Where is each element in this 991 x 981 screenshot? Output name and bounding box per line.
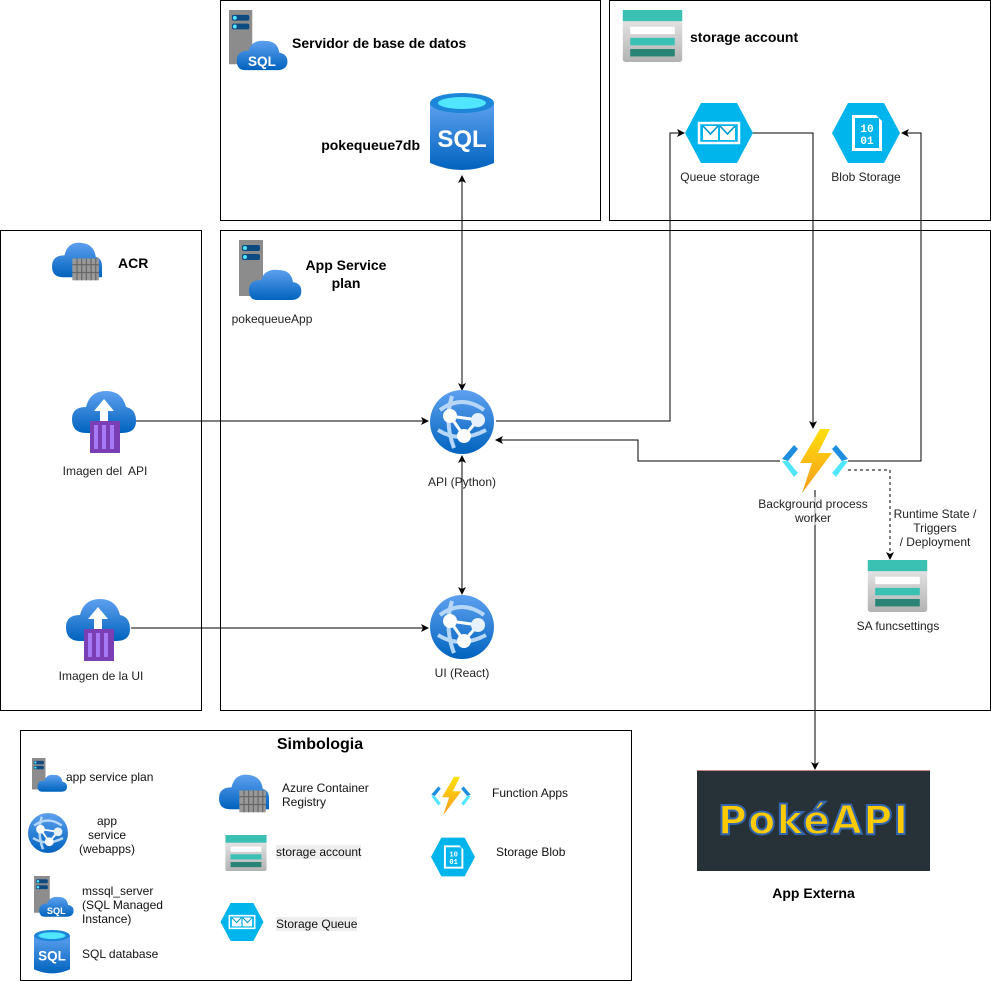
legend-title: Simbologia [276,736,364,753]
app-service-plan-icon [238,240,304,304]
queue-storage-label: Queue storage [680,170,760,184]
ui-image-label: Imagen de la UI [58,669,144,683]
acr-icon [52,238,102,282]
legend-app-service-line1: app [96,814,118,828]
function-label-line2: worker [794,511,831,525]
legend-sql-database-label: SQL database [82,947,159,961]
api-image-label: Imagen del API [62,464,148,478]
function-label-line1: Background process [758,497,868,511]
legend-acr-line2: Registry [282,795,327,809]
app-service-plan-title: App Service plan [296,256,396,292]
edge-queue-function [752,132,817,429]
legend-app-service-label: app service (webapps) [72,814,142,856]
legend-app-service-plan-icon [32,758,68,794]
app-service-plan-title-line1: App Service [305,257,387,273]
sql-database-icon[interactable] [430,92,494,174]
pokeapi-logo[interactable]: PokéAPI [697,770,930,871]
legend-mssql-line2: (SQL Managed [82,898,163,912]
edge-label-line2: Triggers [913,521,957,535]
blob-storage-label: Blob Storage [831,170,901,184]
sql-database-label: pokequeue7db [321,137,420,153]
app-name-label: pokequeueApp [231,312,313,326]
legend-app-service-icon [28,813,68,853]
function-app-label: Background process worker [743,497,883,525]
legend-sql-database-icon [34,930,70,975]
legend-acr-label: Azure Container Registry [282,781,369,809]
legend-mssql-icon [34,876,76,918]
external-app-label: App Externa [772,885,855,901]
legend-app-service-line2: service [87,828,126,842]
legend-function-apps-icon [430,776,472,816]
legend-app-service-line3: (webapps) [78,842,136,856]
legend-storage-account-label: storage account [276,845,362,859]
legend-mssql-line1: mssql_server [82,884,154,898]
api-webapp-label: API (Python) [427,475,497,489]
api-image-icon[interactable] [72,389,136,453]
edge-function-api [495,436,780,462]
ui-webapp-icon[interactable] [430,595,494,659]
legend-storage-account-icon [224,835,268,871]
legend-function-apps-label: Function Apps [492,786,569,800]
edge-api-queue [496,129,685,422]
ui-webapp-label: UI (React) [434,666,490,680]
legend-storage-queue-icon [220,903,264,941]
edge-label-line1: Runtime State / [893,507,977,521]
app-service-plan-title-line2: plan [331,275,361,291]
legend-mssql-label: mssql_server (SQL Managed Instance) [82,884,163,926]
legend-acr-icon [219,770,269,814]
ui-image-icon[interactable] [66,597,130,661]
runtime-state-edge-label: Runtime State / Triggers / Deployment [890,507,980,549]
legend-acr-line1: Azure Container [282,781,369,795]
function-app-icon[interactable] [780,429,850,493]
pokeapi-logo-text: PokéAPI [717,797,910,845]
acr-title: ACR [118,255,149,271]
legend-app-service-plan-label: app service plan [66,770,154,784]
edge-function-blob [848,129,922,462]
sa-funcsettings-icon[interactable] [865,560,930,612]
storage-account-icon [620,10,685,62]
legend-mssql-line3: Instance) [82,912,132,926]
queue-storage-icon[interactable] [685,103,753,163]
edge-label-line3: / Deployment [899,535,971,549]
edge-function-sa [848,469,894,560]
legend-storage-blob-icon [431,837,475,877]
legend-storage-blob-label: Storage Blob [496,845,566,859]
storage-account-title: storage account [690,29,799,45]
blob-storage-icon[interactable] [832,103,900,163]
legend-storage-queue-label: Storage Queue [276,917,358,931]
sql-server-title: Servidor de base de datos [292,35,467,51]
api-webapp-icon[interactable] [430,390,494,454]
mssql-server-icon [229,10,291,72]
sql-server-group [220,0,601,221]
acr-group [0,230,202,711]
sa-funcsettings-label: SA funcsettings [856,619,940,633]
